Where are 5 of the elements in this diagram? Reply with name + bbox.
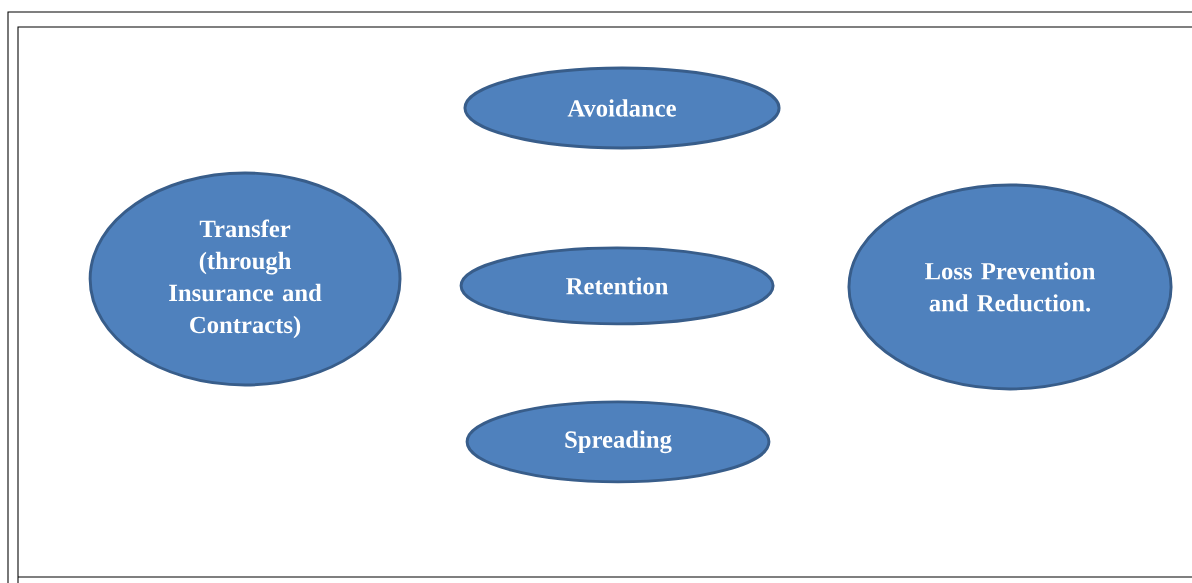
ellipse-node: Retention <box>459 246 775 326</box>
ellipse-node: Transfer (through Insurance and Contracts) <box>88 171 402 387</box>
ellipse-node: Loss Prevention and Reduction. <box>847 183 1173 391</box>
ellipse-node: Spreading <box>465 400 771 484</box>
ellipse-node: Avoidance <box>463 66 781 150</box>
